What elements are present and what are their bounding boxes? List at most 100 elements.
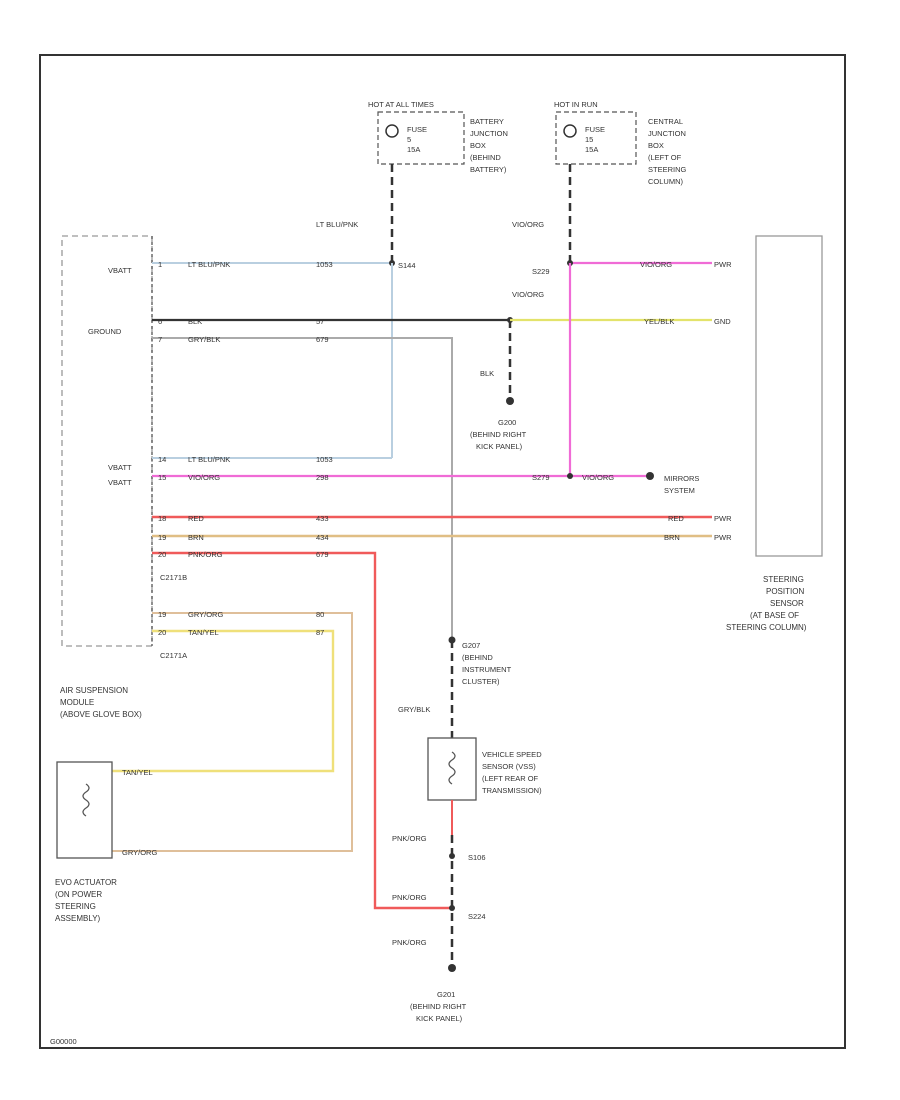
g207-line: G207 xyxy=(462,641,480,650)
bjb-line: JUNCTION xyxy=(470,129,508,138)
wire-5-color: VIO/ORG xyxy=(188,473,220,482)
central-junction-box xyxy=(555,111,637,165)
sps-line: STEERING xyxy=(763,575,804,584)
wire-a2-color: TAN/YEL xyxy=(188,628,219,637)
wire-8-circuit: 679 xyxy=(316,550,329,559)
wire-1-circuit: 1053 xyxy=(316,260,333,269)
g200-line: G200 xyxy=(498,418,516,427)
vss-line: SENSOR (VSS) xyxy=(482,762,536,771)
wire-6-circuit: 433 xyxy=(316,514,329,523)
hot-at-all-times-label: HOT AT ALL TIMES xyxy=(368,100,434,109)
splice-s224: S224 xyxy=(468,912,486,921)
wire-4-circuit: 1053 xyxy=(316,455,333,464)
g201-line: G201 xyxy=(437,990,455,999)
vio-org-right-label: VIO/ORG xyxy=(640,260,672,269)
sps-line: (AT BASE OF xyxy=(750,611,799,620)
wire-a1-circuit: 80 xyxy=(316,610,324,619)
yel-blk-right-label: YEL/BLK xyxy=(644,317,674,326)
splice-s106: S106 xyxy=(468,853,486,862)
pin-vbatt-2: VBATT xyxy=(108,463,132,472)
evo-actuator-label: EVO ACTUATOR (ON POWER STEERING ASSEMBLY… xyxy=(55,878,117,923)
vss-line: TRANSMISSION) xyxy=(482,786,542,795)
wire-a2-circuit: 87 xyxy=(316,628,324,637)
fuse-5-group: HOT AT ALL TIMES FUSE 5 15A BATTERY JUNC… xyxy=(368,100,508,174)
pnk-org-label-2: PNK/ORG xyxy=(392,893,427,902)
pnk-org-label-1: PNK/ORG xyxy=(392,834,427,843)
fuse-15-number: 15 xyxy=(585,135,593,144)
bjb-line: BOX xyxy=(470,141,486,150)
fuse-5-label: FUSE xyxy=(407,125,427,134)
wire-3-gry-blk xyxy=(152,337,453,640)
steering-sensor-label: STEERING POSITION SENSOR (AT BASE OF STE… xyxy=(726,575,807,632)
sps-line: STEERING COLUMN) xyxy=(726,623,807,632)
sensor-gnd-pin: GND xyxy=(714,317,731,326)
fuse-15-symbol xyxy=(563,124,577,138)
mirrors-arrow-dot xyxy=(646,472,654,480)
cjb-line: (LEFT OF xyxy=(648,153,682,162)
wire-6-color: RED xyxy=(188,514,204,523)
air-suspension-module-label: AIR SUSPENSION MODULE (ABOVE GLOVE BOX) xyxy=(60,686,142,719)
g200-line: (BEHIND RIGHT xyxy=(470,430,527,439)
wire-7-pin: 19 xyxy=(158,533,166,542)
wire-a1-color: GRY/ORG xyxy=(188,610,223,619)
gry-blk-vertical-label: GRY/BLK xyxy=(398,705,430,714)
vss-coil-icon xyxy=(448,751,456,785)
splice-s106-dot xyxy=(449,853,455,859)
vss-line: VEHICLE SPEED xyxy=(482,750,542,759)
fuse-5-symbol xyxy=(385,124,399,138)
vio-org-to-mirrors: VIO/ORG xyxy=(582,473,614,482)
sensor-pwr-pin: PWR xyxy=(714,260,732,269)
vss-line: (LEFT REAR OF xyxy=(482,774,539,783)
actuator-line: ASSEMBLY) xyxy=(55,914,101,923)
ground-g200-label: G200 (BEHIND RIGHT KICK PANEL) xyxy=(470,418,527,451)
vss-box xyxy=(427,737,477,801)
wire-1-pin: 1 xyxy=(158,260,162,269)
battery-junction-box xyxy=(377,111,465,165)
fuse-15-amp: 15A xyxy=(585,145,598,154)
mirrors-line: MIRRORS xyxy=(664,474,699,483)
wire-a2-pin: 20 xyxy=(158,628,166,637)
cjb-line: BOX xyxy=(648,141,664,150)
module-line: (ABOVE GLOVE BOX) xyxy=(60,710,142,719)
wire-1-color: LT BLU/PNK xyxy=(188,260,230,269)
g207-line: CLUSTER) xyxy=(462,677,500,686)
module-line: AIR SUSPENSION xyxy=(60,686,128,695)
wire-5-circuit: 298 xyxy=(316,473,329,482)
brn-right-label: BRN xyxy=(664,533,680,542)
splice-s279: S279 xyxy=(532,473,550,482)
figure-id: G00000 xyxy=(50,1037,77,1046)
wire-8-pin: 20 xyxy=(158,550,166,559)
actuator-line: (ON POWER xyxy=(55,890,102,899)
wire-8-color: PNK/ORG xyxy=(188,550,223,559)
wire-8-pnk-org xyxy=(152,551,452,910)
cjb-line: COLUMN) xyxy=(648,177,684,186)
ground-g207-label: G207 (BEHIND INSTRUMENT CLUSTER) xyxy=(462,641,512,686)
actuator-line: STEERING xyxy=(55,902,96,911)
cjb-line: CENTRAL xyxy=(648,117,683,126)
vio-org-mid-label: VIO/ORG xyxy=(512,290,544,299)
actuator-tan-yel-label: TAN/YEL xyxy=(122,768,153,777)
actuator-line: EVO ACTUATOR xyxy=(55,878,117,887)
fuse-15-label: FUSE xyxy=(585,125,605,134)
wire-a1-pin: 19 xyxy=(158,610,166,619)
vss-label: VEHICLE SPEED SENSOR (VSS) (LEFT REAR OF… xyxy=(482,750,542,795)
wire-6-pin: 18 xyxy=(158,514,166,523)
diagram-frame xyxy=(39,54,846,1049)
vio-org-top-label: VIO/ORG xyxy=(512,220,544,229)
battery-junction-box-label: BATTERY JUNCTION BOX (BEHIND BATTERY) xyxy=(470,117,508,174)
sps-line: POSITION xyxy=(766,587,804,596)
g207-line: (BEHIND xyxy=(462,653,493,662)
actuator-coil-icon xyxy=(82,783,90,817)
splice-s279-dot xyxy=(567,473,573,479)
blk-vertical-label: BLK xyxy=(480,369,494,378)
ground-g201-label: G201 (BEHIND RIGHT KICK PANEL) xyxy=(410,990,467,1023)
wire-2-color: BLK xyxy=(188,317,202,326)
g201-line: (BEHIND RIGHT xyxy=(410,1002,467,1011)
cjb-line: JUNCTION xyxy=(648,129,686,138)
bjb-line: BATTERY) xyxy=(470,165,507,174)
pin-vbatt-3: VBATT xyxy=(108,478,132,487)
wire-3-color: GRY/BLK xyxy=(188,335,220,344)
bjb-line: (BEHIND xyxy=(470,153,501,162)
connector-c2171a: C2171A xyxy=(160,651,187,660)
